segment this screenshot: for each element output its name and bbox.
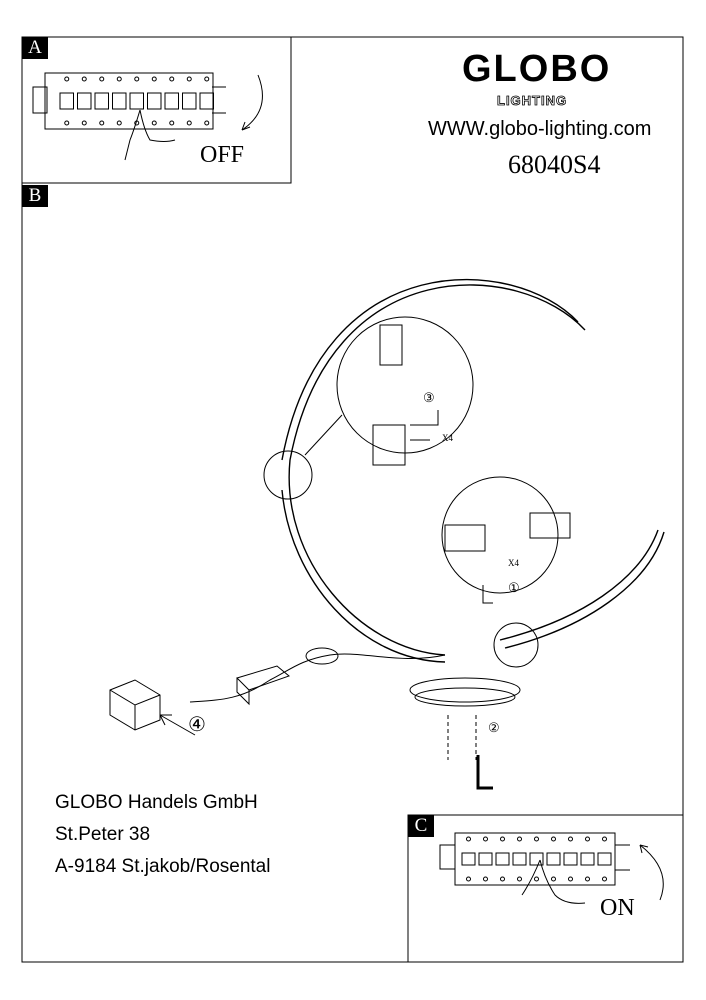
breaker-switch — [512, 852, 527, 866]
terminal-screw — [169, 120, 175, 126]
step-a-box — [21, 36, 292, 184]
terminal-screw — [483, 876, 488, 882]
driver-box — [236, 665, 290, 706]
wall-socket — [109, 679, 161, 731]
breaker-switch — [94, 92, 109, 110]
terminal-screw — [99, 120, 105, 126]
terminal-screw — [483, 836, 488, 842]
step-c-box — [407, 814, 684, 963]
terminal-screw — [466, 836, 471, 842]
terminal-screw — [186, 120, 192, 126]
terminal-screw — [585, 836, 590, 842]
company-name: GLOBO Handels GmbH — [55, 792, 258, 813]
breaker-switch — [147, 92, 162, 110]
terminal-screw — [151, 120, 157, 126]
terminal-screw — [81, 120, 87, 126]
breaker-switch — [597, 852, 612, 866]
terminal-screw — [134, 76, 140, 82]
terminal-screw — [169, 76, 175, 82]
terminal-screw — [602, 836, 607, 842]
terminal-screw — [116, 76, 122, 82]
on-caption: ON — [600, 895, 635, 921]
terminal-screw — [500, 836, 505, 842]
breaker-switch — [563, 852, 578, 866]
terminal-screw — [186, 76, 192, 82]
breaker-switch — [580, 852, 595, 866]
terminal-screw — [151, 76, 157, 82]
terminal-screw — [134, 120, 140, 126]
breaker-switch — [129, 92, 144, 110]
power-cable — [189, 653, 446, 703]
screw-count-bottom: X4 — [508, 558, 519, 568]
terminal-screw — [116, 120, 122, 126]
page-border — [21, 36, 684, 963]
lamp-arc — [281, 278, 665, 663]
terminal-screw — [534, 876, 539, 882]
breaker-switch — [77, 92, 92, 110]
terminal-screw — [81, 76, 87, 82]
detail-circle-right — [441, 476, 559, 594]
terminal-screw — [64, 76, 70, 82]
brand-subtitle: LIGHTING — [497, 93, 568, 109]
breaker-switch — [461, 852, 476, 866]
terminal-screw — [517, 836, 522, 842]
breaker-switch — [182, 92, 197, 110]
breaker-switch — [164, 92, 179, 110]
terminal-screw — [99, 76, 105, 82]
website: WWW.globo-lighting.com — [428, 118, 652, 140]
breaker-panel-c — [439, 832, 664, 904]
breaker-switch — [112, 92, 127, 110]
breaker-switch — [199, 92, 214, 110]
callout-1: ① — [508, 580, 520, 595]
callout-4: ④ — [188, 714, 206, 736]
breaker-switch — [478, 852, 493, 866]
terminal-screw — [204, 120, 210, 126]
breaker-switch — [59, 92, 74, 110]
terminal-screw — [568, 836, 573, 842]
off-caption: OFF — [200, 142, 245, 168]
terminal-screw — [466, 876, 471, 882]
model-number: 68040S4 — [508, 150, 601, 179]
callout-3: ③ — [423, 390, 435, 405]
breaker-panel-a — [32, 72, 263, 161]
breaker-switch — [546, 852, 561, 866]
terminal-screw — [204, 76, 210, 82]
terminal-screw — [602, 876, 607, 882]
terminal-screw — [517, 876, 522, 882]
callout-2: ② — [488, 720, 500, 735]
terminal-screw — [64, 120, 70, 126]
step-c-label: C — [408, 815, 434, 837]
screw-count-top: X4 — [442, 433, 453, 443]
terminal-screw — [568, 876, 573, 882]
foot-switch — [305, 647, 339, 665]
company-street: St.Peter 38 — [55, 824, 151, 845]
breaker-switch — [529, 852, 544, 866]
company-city: A-9184 St.jakob/Rosental — [55, 856, 271, 877]
brand-logo: GLOBO — [462, 48, 612, 90]
step-a-label: A — [22, 37, 48, 59]
terminal-screw — [551, 876, 556, 882]
lamp-base — [409, 677, 521, 703]
terminal-screw — [500, 876, 505, 882]
terminal-screw — [585, 876, 590, 882]
breaker-switch — [495, 852, 510, 866]
terminal-screw — [534, 836, 539, 842]
terminal-screw — [551, 836, 556, 842]
step-b-label: B — [22, 185, 48, 207]
